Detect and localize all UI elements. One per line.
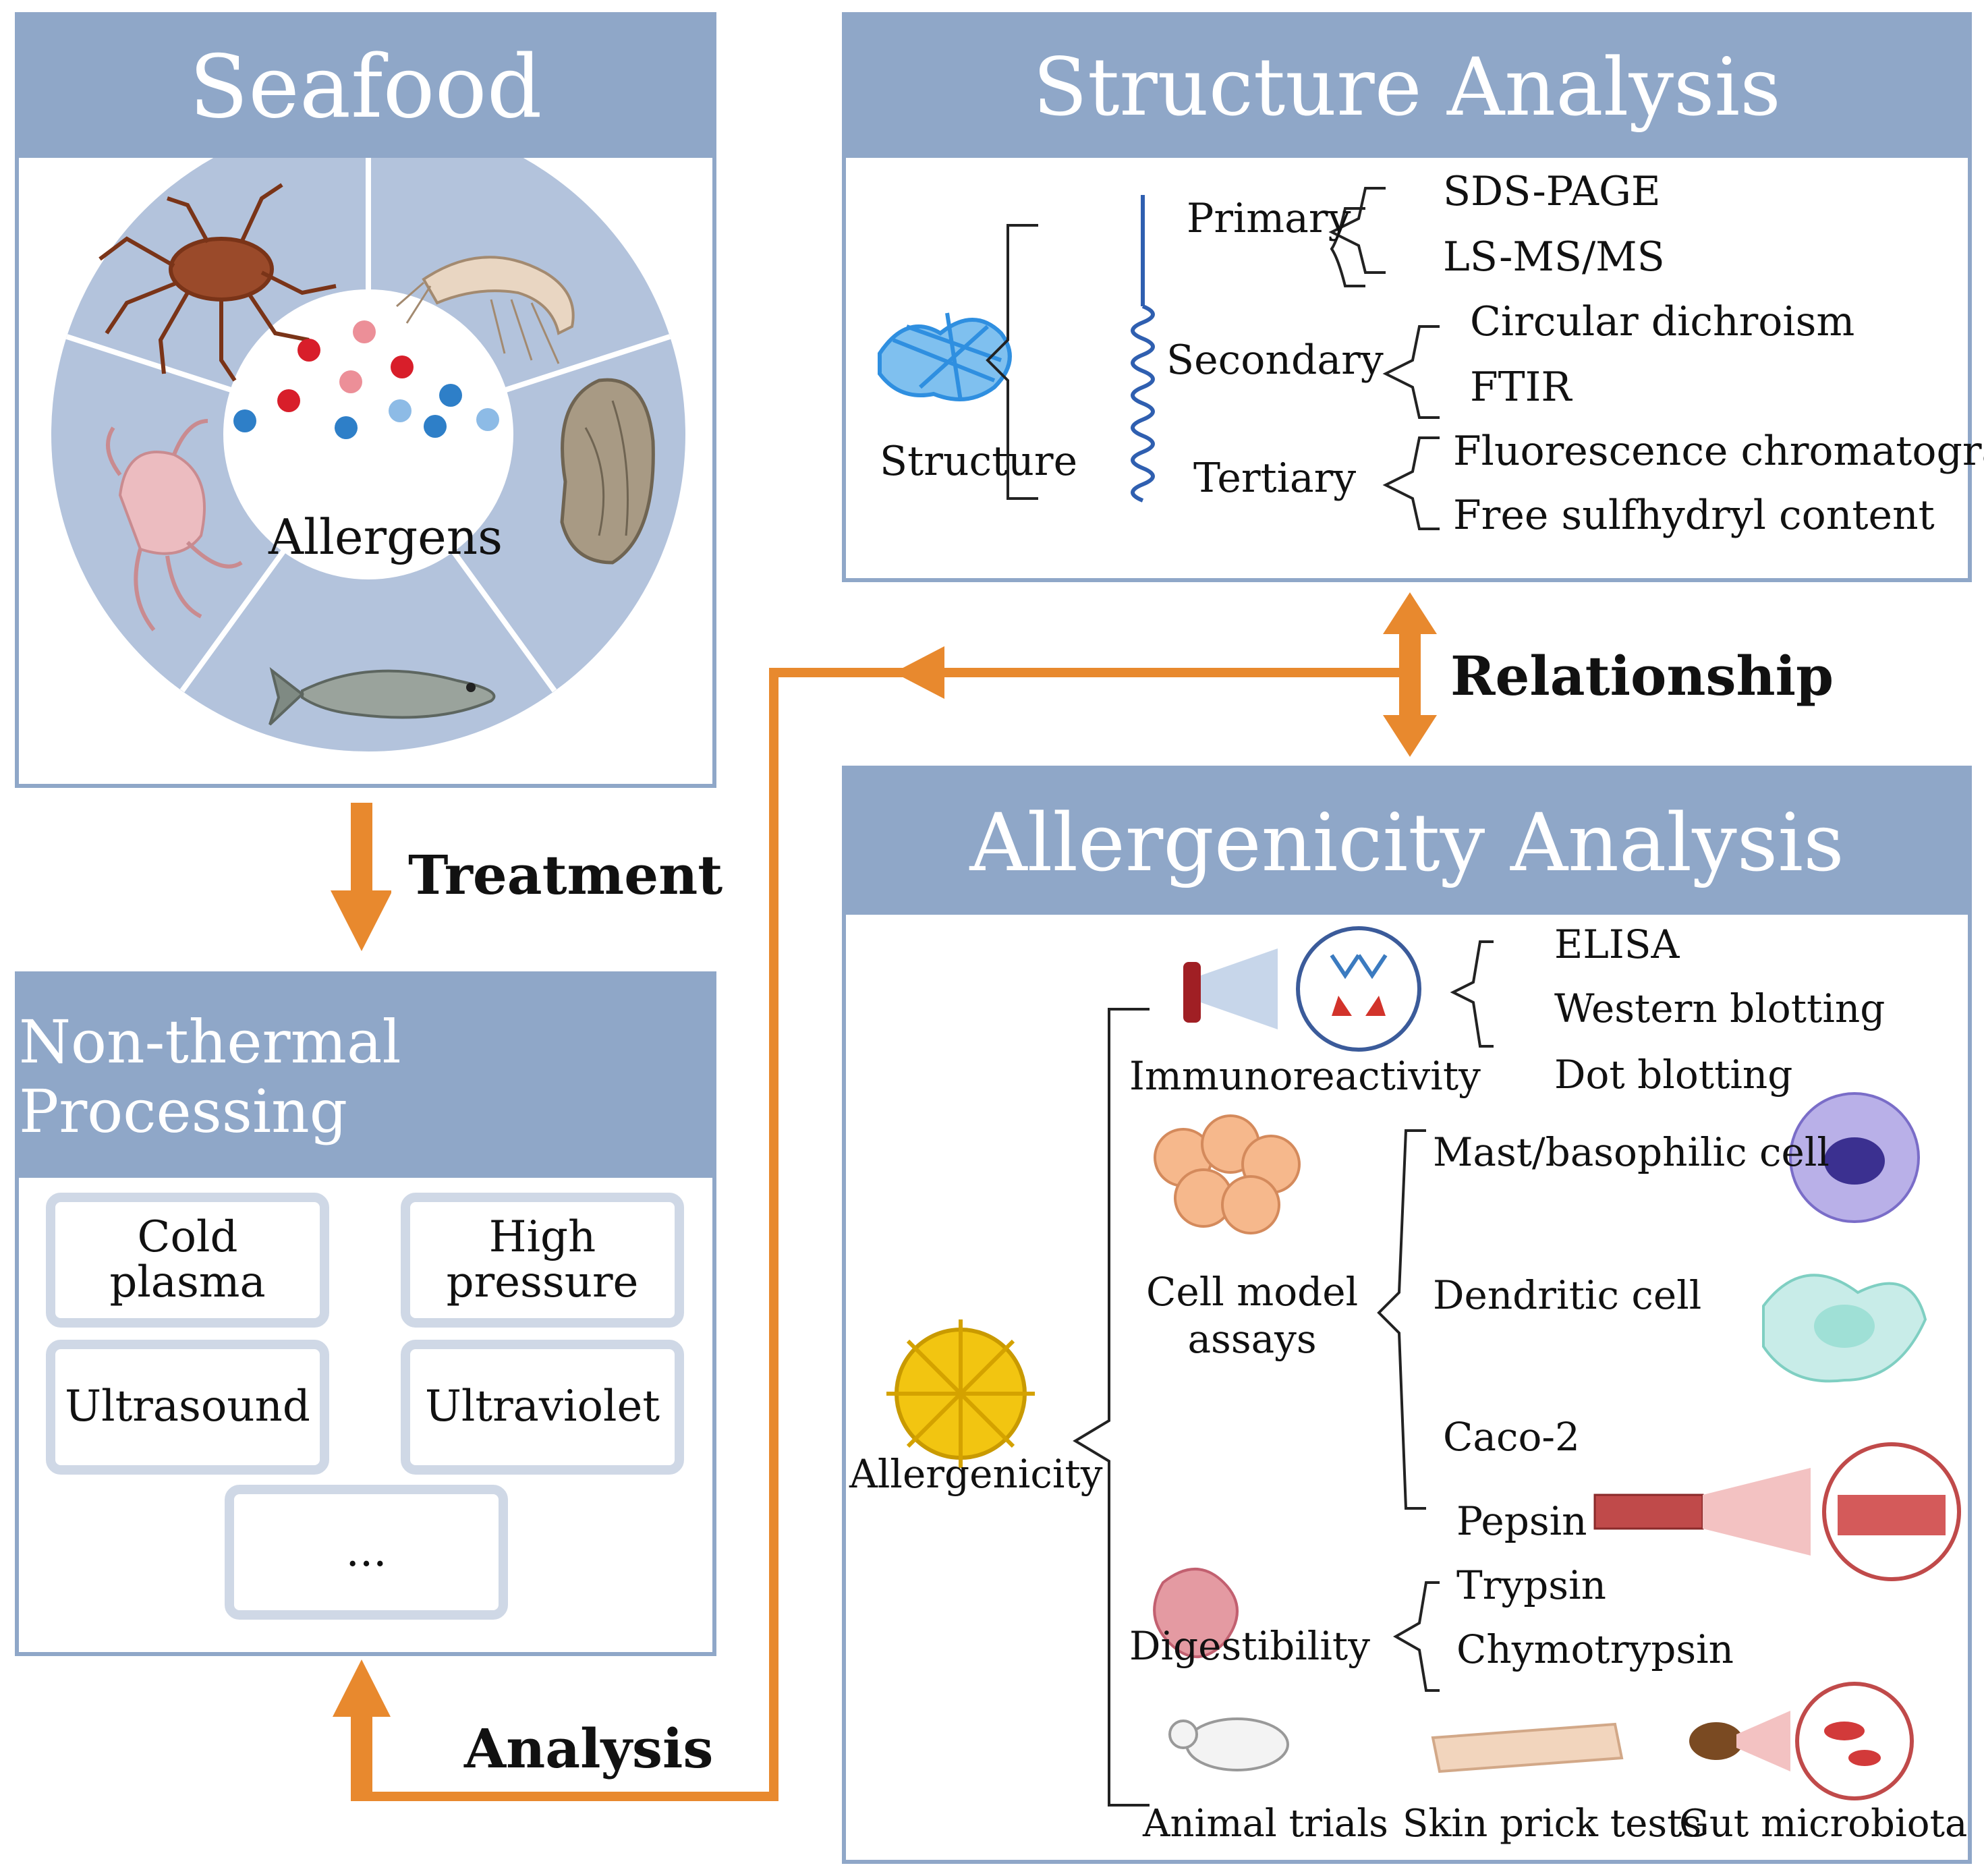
- allergen-dots: [233, 320, 499, 439]
- mouse-icon: [1168, 1717, 1289, 1771]
- crab-icon: [98, 183, 337, 382]
- helix-icon: [1131, 195, 1155, 503]
- tertiary-method-sulfhydryl: Free sulfhydryl content: [1453, 492, 1935, 539]
- tertiary-label: Tertiary: [1193, 455, 1357, 502]
- gut-microbiota-label: Gut microbiota: [1679, 1802, 1968, 1846]
- method-ultrasound: Ultrasound: [46, 1340, 329, 1475]
- protein-structure-icon: [878, 312, 1012, 401]
- allergenicity-tree: [886, 926, 1961, 1807]
- structure-panel: Structure Analysis Structure Primary SDS…: [842, 12, 1984, 582]
- squid-icon: [106, 419, 243, 631]
- cell-method-dendritic: Dendritic cell: [1433, 1272, 1702, 1318]
- structure-root-label: Structure: [880, 438, 1078, 485]
- secondary-method-ftir: FTIR: [1470, 364, 1572, 411]
- treatment-label: Treatment: [408, 843, 723, 907]
- immuno-method-elisa: ELISA: [1554, 921, 1680, 967]
- analysis-label: Analysis: [464, 1717, 714, 1780]
- allergenicity-root-label: Allergenicity: [849, 1451, 1103, 1497]
- non-thermal-title-bar: Non-thermal Processing: [19, 975, 712, 1178]
- secondary-label: Secondary: [1166, 337, 1384, 384]
- digest-method-chymotrypsin: Chymotrypsin: [1456, 1626, 1734, 1672]
- digestibility-label: Digestibility: [1129, 1623, 1370, 1669]
- treatment-arrow: [331, 803, 391, 951]
- dendritic-cell-icon: [1762, 1274, 1927, 1383]
- cell-cluster-icon: [1154, 1114, 1301, 1234]
- seafood-panel: Seafood: [15, 12, 716, 788]
- digest-method-trypsin: Trypsin: [1456, 1562, 1606, 1608]
- primary-label: Primary: [1187, 195, 1351, 242]
- allergens-label: Allergens: [268, 509, 503, 565]
- allergenicity-title: Allergenicity Analysis: [969, 795, 1844, 889]
- fish-icon: [268, 666, 496, 726]
- secondary-method-cd: Circular dichroism: [1470, 298, 1855, 345]
- method-more: ...: [225, 1485, 508, 1620]
- seafood-wheel: [51, 158, 685, 751]
- non-thermal-panel: Non-thermal Processing Cold plasma High …: [15, 971, 716, 1656]
- immunoreactivity-label: Immunoreactivity: [1129, 1053, 1481, 1099]
- allergenicity-title-bar: Allergenicity Analysis: [846, 770, 1968, 915]
- mast-cell-icon: [1789, 1092, 1920, 1223]
- allergen-ball-icon: [886, 1319, 1035, 1468]
- microbiota-icon: [1689, 1682, 1914, 1800]
- blood-tube-icon: [1183, 948, 1278, 1029]
- immuno-method-dot: Dot blotting: [1554, 1052, 1793, 1098]
- primary-method-ls-ms: LS-MS/MS: [1443, 233, 1665, 281]
- intestine-icon: [1153, 1568, 1239, 1658]
- method-high-pressure: High pressure: [401, 1193, 684, 1328]
- allergenicity-panel: Allergenicity Analysis: [842, 766, 1972, 1864]
- structure-title: Structure Analysis: [1033, 40, 1781, 134]
- cell-method-caco2: Caco-2: [1443, 1414, 1580, 1460]
- animal-trials-label: Animal trials: [1143, 1802, 1388, 1846]
- seafood-title: Seafood: [189, 36, 542, 138]
- digest-method-pepsin: Pepsin: [1456, 1498, 1587, 1544]
- tertiary-method-fluorescence: Fluorescence chromatography: [1453, 428, 1984, 475]
- cell-model-label: Cell model assays: [1146, 1269, 1359, 1362]
- shrimp-icon: [396, 256, 575, 364]
- non-thermal-title: Non-thermal Processing: [19, 1007, 401, 1146]
- cell-method-mast: Mast/basophilic cell: [1433, 1129, 1830, 1175]
- seafood-title-bar: Seafood: [19, 16, 712, 158]
- caco2-cells-icon: [1593, 1442, 1961, 1581]
- antibody-circle-icon: [1296, 926, 1421, 1052]
- immuno-method-western: Western blotting: [1554, 986, 1886, 1031]
- structure-tree: [878, 187, 1440, 530]
- method-ultraviolet: Ultraviolet: [401, 1340, 684, 1475]
- structure-title-bar: Structure Analysis: [846, 16, 1968, 158]
- relationship-label: Relationship: [1450, 644, 1834, 708]
- oyster-icon: [560, 378, 655, 565]
- method-cold-plasma: Cold plasma: [46, 1193, 329, 1328]
- primary-method-sds-page: SDS-PAGE: [1443, 168, 1661, 215]
- arm-icon: [1431, 1722, 1624, 1773]
- skin-prick-label: Skin prick tests: [1402, 1802, 1702, 1846]
